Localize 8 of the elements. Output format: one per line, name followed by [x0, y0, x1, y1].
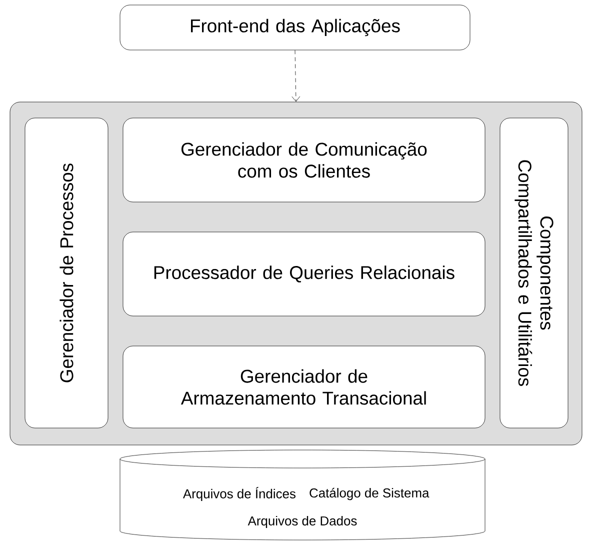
application-box: Front-end das Aplicações — [120, 4, 470, 50]
process-box: Gerenciador de Armazenamento Transacional — [122, 346, 486, 428]
database-cylinder: Arquivos de Índices Catálogo de Sistema Arquivos de Dados — [120, 450, 486, 540]
process-box: Processador de Queries Relacionais — [122, 232, 486, 316]
arrow — [292, 50, 300, 102]
process-box: Gerenciador de Processos — [24, 118, 108, 428]
process-box: Gerenciador de Comunicação com os Clientes — [122, 118, 486, 202]
process-box: Componentes Compartilhados e Utilitários — [500, 118, 568, 428]
